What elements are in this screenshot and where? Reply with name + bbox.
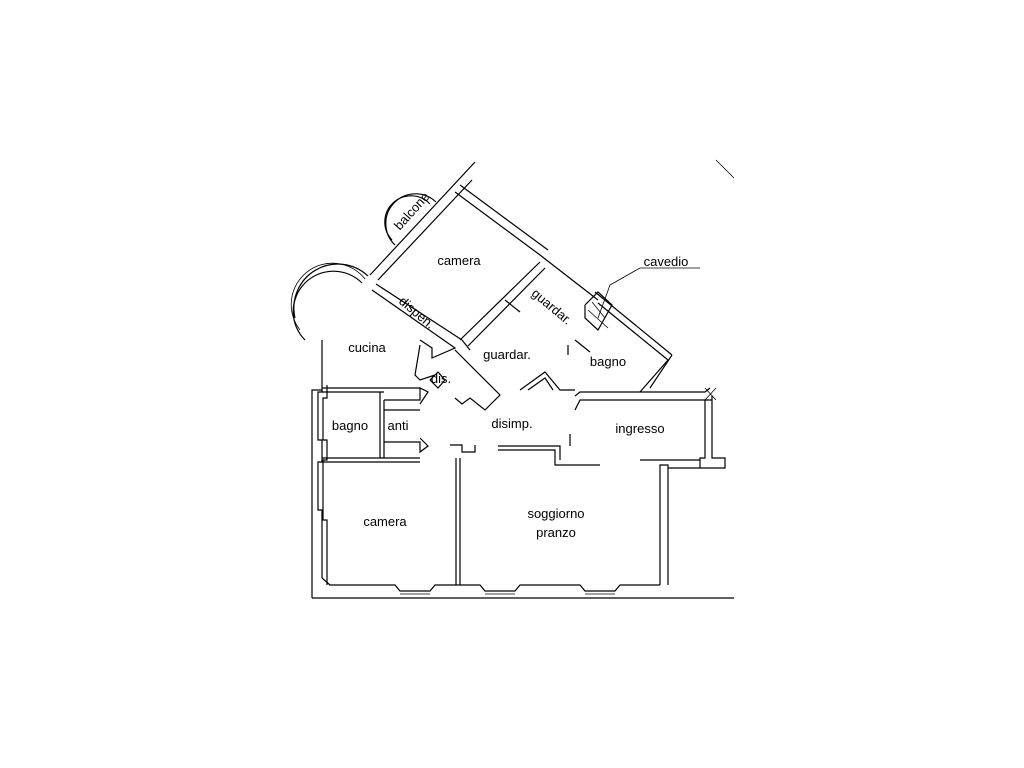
label-guardar-center: guardar. bbox=[483, 347, 531, 362]
bays bbox=[290, 193, 437, 341]
label-soggiorno: soggiorno bbox=[527, 506, 584, 521]
label-cavedio: cavedio bbox=[644, 254, 689, 269]
label-dis: dis. bbox=[431, 371, 451, 386]
interior-walls bbox=[322, 261, 700, 585]
outer-walls bbox=[311, 159, 735, 599]
label-anti: anti bbox=[388, 418, 409, 433]
room-labels: balcone camera dispen. cucina guardar. g… bbox=[332, 189, 688, 540]
label-pranzo: pranzo bbox=[536, 525, 576, 540]
label-camera-top: camera bbox=[437, 253, 481, 268]
label-disimp: disimp. bbox=[491, 416, 532, 431]
label-bagno-left: bagno bbox=[332, 418, 368, 433]
label-dispen: dispen. bbox=[396, 293, 438, 331]
label-guardar-diag: guardar. bbox=[529, 285, 575, 327]
label-cucina: cucina bbox=[348, 340, 386, 355]
label-ingresso: ingresso bbox=[615, 421, 664, 436]
label-bagno-right: bagno bbox=[590, 354, 626, 369]
label-camera-bottom: camera bbox=[363, 514, 407, 529]
